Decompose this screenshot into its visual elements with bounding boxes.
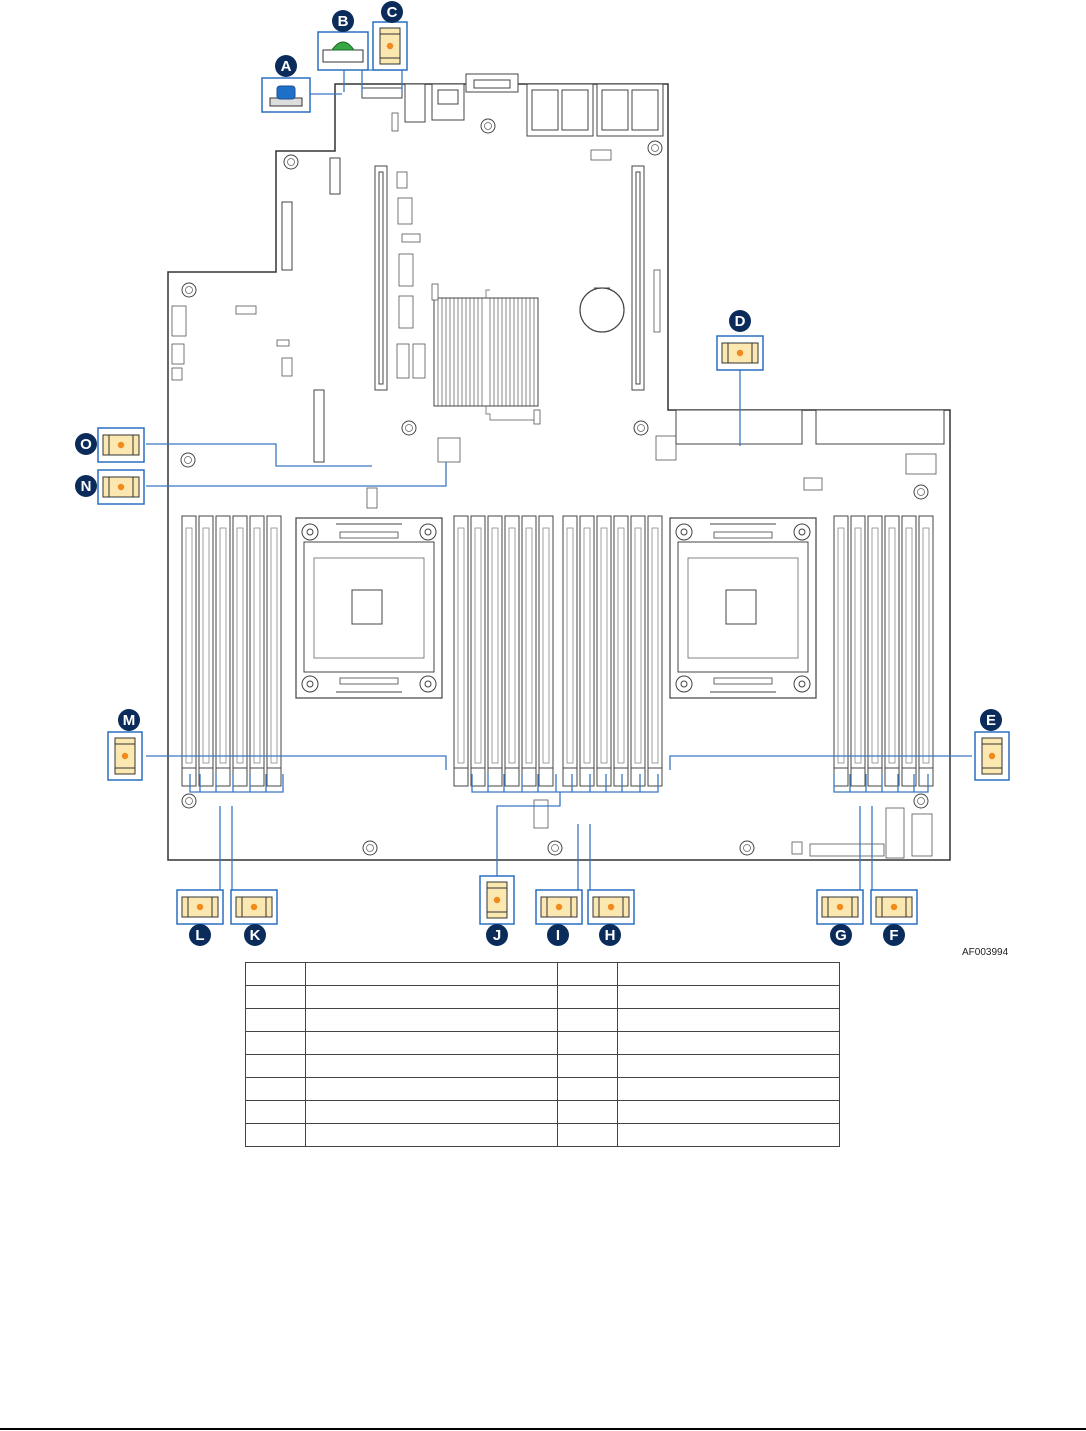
table-cell [617, 985, 840, 1009]
table-row [245, 1054, 840, 1078]
svg-text:E: E [986, 712, 996, 729]
table-row [245, 1077, 840, 1101]
table-cell [245, 1031, 306, 1055]
callout-badge-l: L [189, 924, 211, 946]
led-callout-c [372, 21, 408, 71]
table-cell [245, 1008, 306, 1032]
footer-rule [0, 1428, 1086, 1430]
table-cell [245, 1100, 306, 1124]
table-cell [305, 1054, 558, 1078]
table-cell [245, 1077, 306, 1101]
led-callout-a [261, 77, 311, 113]
cmos-battery [579, 287, 625, 333]
table-cell [245, 985, 306, 1009]
svg-text:I: I [556, 927, 560, 944]
table-cell [557, 962, 618, 986]
led-callout-m [107, 731, 143, 781]
table-cell [617, 962, 840, 986]
rear-io-connectors [361, 73, 664, 137]
svg-text:G: G [835, 927, 847, 944]
table-cell [557, 1100, 618, 1124]
table-cell [305, 1077, 558, 1101]
led-callout-h [587, 889, 635, 925]
table-cell [305, 1100, 558, 1124]
table-cell [557, 985, 618, 1009]
table-cell [557, 1077, 618, 1101]
led-callout-l [176, 889, 224, 925]
table-cell [617, 1123, 840, 1147]
table-row [245, 1123, 840, 1147]
led-callout-f [870, 889, 918, 925]
callout-badge-k: K [244, 924, 266, 946]
callout-badge-m: M [118, 709, 140, 731]
callout-badge-o: O [75, 433, 97, 455]
led-callout-i [535, 889, 583, 925]
table-cell [617, 1077, 840, 1101]
svg-text:B: B [338, 13, 349, 30]
table-cell [617, 1008, 840, 1032]
led-callout-j [479, 875, 515, 925]
led-callout-b [317, 31, 369, 71]
motherboard-diagram: A B C D E F G H I J K L M N O [75, 1, 1010, 946]
svg-text:M: M [123, 712, 136, 729]
table-row [245, 1031, 840, 1055]
chipset-heatsink [433, 289, 539, 421]
table-cell [245, 962, 306, 986]
table-cell [305, 1123, 558, 1147]
table-row [245, 1100, 840, 1124]
riser-slots [281, 157, 645, 463]
table-cell [617, 1031, 840, 1055]
led-callout-e [974, 731, 1010, 781]
callout-badge-g: G [830, 924, 852, 946]
table-cell [245, 1123, 306, 1147]
table-cell [305, 985, 558, 1009]
svg-text:C: C [387, 4, 398, 21]
table-cell [557, 1031, 618, 1055]
callout-badge-d: D [729, 310, 751, 332]
callout-badge-b: B [332, 10, 354, 32]
table-cell [557, 1008, 618, 1032]
cpu-socket-2 [669, 517, 817, 699]
table-cell [617, 1054, 840, 1078]
svg-text:L: L [195, 927, 204, 944]
callout-badge-e: E [980, 709, 1002, 731]
svg-text:H: H [605, 927, 616, 944]
table-cell [305, 1008, 558, 1032]
table-cell [305, 1031, 558, 1055]
led-callout-d [716, 335, 764, 371]
table-row [245, 985, 840, 1009]
table-row [245, 1008, 840, 1032]
callout-badge-a: A [275, 55, 297, 77]
led-callout-n [97, 469, 145, 505]
callout-badge-c: C [381, 1, 403, 23]
svg-text:D: D [735, 313, 746, 330]
callout-badge-n: N [75, 475, 97, 497]
svg-text:O: O [80, 436, 92, 453]
led-callout-o [97, 427, 145, 463]
table-cell [557, 1123, 618, 1147]
callout-badge-f: F [883, 924, 905, 946]
psu-connectors [675, 409, 945, 445]
svg-text:N: N [81, 478, 92, 495]
svg-text:F: F [889, 927, 898, 944]
table-cell [245, 1054, 306, 1078]
callout-badge-j: J [486, 924, 508, 946]
svg-text:K: K [250, 927, 261, 944]
callout-badge-h: H [599, 924, 621, 946]
legend-table [245, 962, 840, 1147]
table-cell [305, 962, 558, 986]
table-cell [557, 1054, 618, 1078]
svg-text:A: A [281, 58, 292, 75]
svg-text:J: J [493, 927, 501, 944]
led-callout-g [816, 889, 864, 925]
headers [171, 112, 937, 859]
table-cell [617, 1100, 840, 1124]
figure-id-label: AF003994 [962, 947, 1009, 958]
cpu-socket-1 [295, 517, 443, 699]
board-outline [167, 83, 951, 861]
led-callout-k [230, 889, 278, 925]
table-row [245, 962, 840, 986]
callout-badge-i: I [547, 924, 569, 946]
